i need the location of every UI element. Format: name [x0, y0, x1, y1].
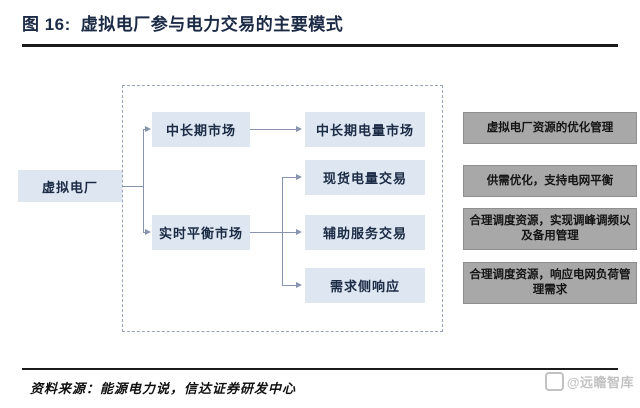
connector-to-spot: [282, 177, 297, 178]
note-peak-frequency-reserve: 合理调度资源，实现调峰调频以及备用管理: [463, 208, 637, 250]
node-spot-energy-trading[interactable]: 现货电量交易: [305, 160, 425, 195]
note-resource-optimization: 虚拟电厂资源的优化管理: [463, 112, 637, 144]
note-load-management: 合理调度资源，响应电网负荷管理需求: [463, 262, 637, 304]
connector-vpp-trunk: [143, 129, 144, 233]
node-mid-long-term-market[interactable]: 中长期市场: [152, 112, 250, 147]
node-realtime-balance-market[interactable]: 实时平衡市场: [152, 215, 250, 250]
connector-realtime-trunk: [282, 177, 283, 285]
arrow-to-demand: [296, 281, 302, 288]
watermark: @远瞻智库: [544, 372, 634, 391]
connector-midlong-to-energy: [250, 129, 297, 130]
source-note: 资料来源：能源电力说，信达证券研发中心: [30, 381, 297, 396]
watermark-logo-icon: [544, 372, 564, 391]
connector-to-midlong: [143, 129, 146, 130]
node-ancillary-service-trading[interactable]: 辅助服务交易: [305, 215, 425, 250]
watermark-text: @远瞻智库: [566, 375, 634, 390]
figure-title-text: 虚拟电厂参与电力交易的主要模式: [80, 15, 344, 34]
connector-to-realtime: [143, 232, 146, 233]
arrow-to-realtime: [145, 228, 151, 235]
arrow-to-spot: [296, 173, 302, 180]
footer-divider: [22, 368, 618, 370]
connector-realtime-out: [250, 232, 297, 233]
arrow-to-energy-market: [296, 125, 302, 132]
node-demand-side-response[interactable]: 需求侧响应: [305, 268, 425, 303]
connector-to-demand: [282, 285, 297, 286]
node-mid-long-term-energy-market[interactable]: 中长期电量市场: [305, 112, 425, 147]
arrow-to-midlong: [145, 125, 151, 132]
page-title: 图 16: 虚拟电厂参与电力交易的主要模式: [22, 10, 343, 35]
diagram-dashed-region: [122, 85, 443, 332]
title-divider: [22, 44, 618, 47]
connector-vpp-out: [122, 186, 144, 187]
arrow-to-ancillary: [296, 228, 302, 235]
note-supply-demand-balance: 供需优化，支持电网平衡: [463, 165, 637, 197]
node-virtual-power-plant[interactable]: 虚拟电厂: [18, 170, 122, 202]
figure-label: 图 16:: [22, 15, 71, 34]
